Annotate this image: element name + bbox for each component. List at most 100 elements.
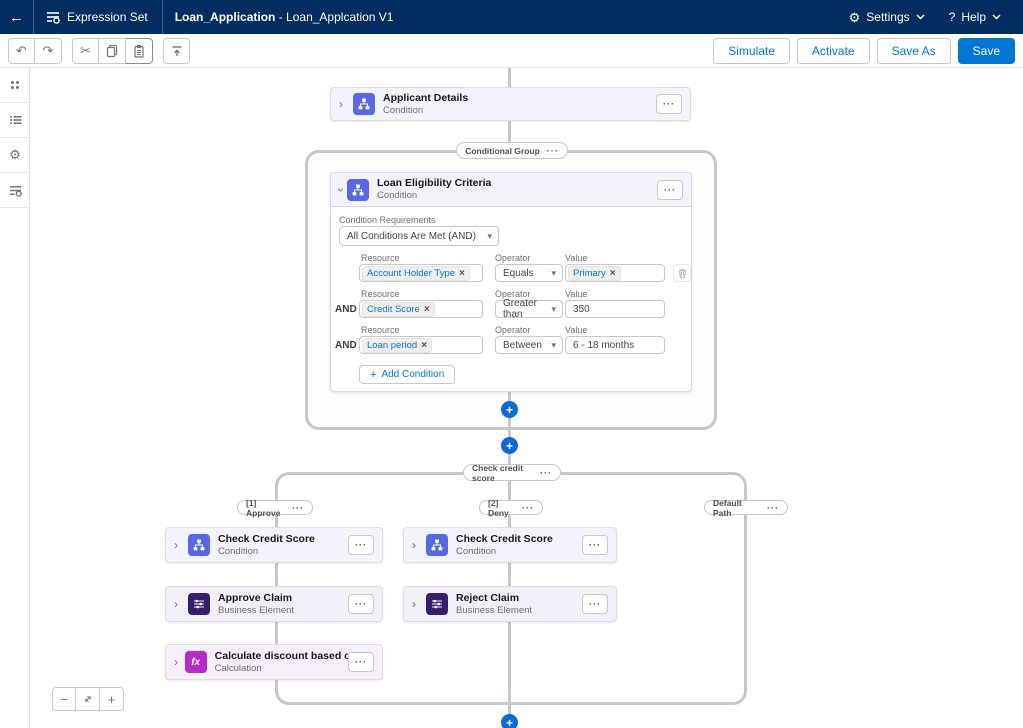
operator-select[interactable]: Equals ▾ (495, 264, 563, 282)
node-subtitle: Business Element (218, 605, 294, 617)
back-button[interactable]: ← (0, 0, 34, 34)
node-menu-button[interactable]: ··· (582, 594, 608, 614)
branch-approve-pill[interactable]: [1] Approve ··· (237, 500, 313, 515)
save-button[interactable]: Save (958, 38, 1015, 64)
cut-button[interactable]: ✂ (72, 38, 99, 64)
fit-to-view-button[interactable] (76, 687, 100, 711)
help-icon: ? (949, 10, 956, 24)
value-label: Value (565, 325, 587, 335)
condition-icon (426, 534, 448, 556)
canvas-toolbar: ↶ ↷ ✂ Simulate Activate Save As Save (0, 34, 1023, 68)
node-menu-button[interactable]: ··· (348, 652, 374, 672)
business-element-icon (188, 593, 210, 615)
save-as-button[interactable]: Save As (877, 38, 951, 64)
resource-input[interactable]: Loan period× (359, 336, 483, 354)
collapse-chevron-icon[interactable]: › (335, 188, 347, 192)
minus-icon: − (60, 692, 68, 707)
check-credit-score-group-pill[interactable]: Check credit score ··· (463, 464, 561, 481)
expand-chevron-icon[interactable]: › (412, 539, 422, 551)
expand-chevron-icon[interactable]: › (174, 539, 184, 551)
sidebar-item-expression-sets[interactable] (0, 173, 30, 208)
calculation-icon: fx (185, 651, 207, 673)
dropdown-arrow-icon: ▾ (551, 304, 556, 315)
help-label: Help (961, 10, 986, 24)
resource-pill[interactable]: Account Holder Type× (362, 266, 470, 281)
simulate-button[interactable]: Simulate (713, 38, 790, 64)
value-input[interactable]: Primary× (565, 264, 665, 282)
delete-condition-button[interactable] (673, 264, 691, 282)
expression-set-icon (46, 10, 60, 24)
add-element-button[interactable]: + (501, 401, 518, 418)
resource-pill[interactable]: Credit Score× (362, 302, 435, 317)
paste-button[interactable] (126, 38, 153, 64)
node-check-credit-score-deny[interactable]: › Check Credit Score Condition ··· (403, 527, 617, 563)
expand-chevron-icon[interactable]: › (174, 598, 184, 610)
plus-icon: + (506, 440, 513, 452)
expand-chevron-icon[interactable]: › (339, 98, 349, 110)
app-context: Expression Set (34, 0, 163, 34)
sidebar-item-elements[interactable] (0, 68, 30, 103)
zoom-out-button[interactable]: − (52, 687, 76, 711)
menu-dots-icon[interactable]: ··· (292, 503, 304, 513)
gear-icon: ⚙ (9, 147, 21, 163)
node-reject-claim[interactable]: › Reject Claim Business Element ··· (403, 586, 617, 622)
add-condition-button[interactable]: + Add Condition (359, 365, 455, 384)
remove-pill-icon[interactable]: × (421, 340, 427, 351)
node-menu-button[interactable]: ··· (348, 594, 374, 614)
undo-button[interactable]: ↶ (8, 38, 35, 64)
sidebar-item-list[interactable] (0, 103, 30, 138)
remove-pill-icon[interactable]: × (424, 304, 430, 315)
node-calculate-discount[interactable]: › fx Calculate discount based on custome… (165, 644, 383, 680)
activate-button[interactable]: Activate (797, 38, 870, 64)
remove-pill-icon[interactable]: × (459, 268, 465, 279)
remove-pill-icon[interactable]: × (610, 268, 616, 279)
node-check-credit-score-approve[interactable]: › Check Credit Score Condition ··· (165, 527, 383, 563)
dropdown-arrow-icon: ▾ (551, 268, 556, 279)
flow-canvas[interactable]: › Applicant Details Condition ··· › Loan… (30, 68, 1023, 728)
menu-dots-icon[interactable]: ··· (767, 503, 779, 513)
settings-menu[interactable]: ⚙ Settings (839, 0, 935, 34)
menu-dots-icon[interactable]: ··· (547, 146, 559, 156)
branch-default-path-pill[interactable]: Default Path ··· (704, 500, 788, 515)
value-pill[interactable]: Primary× (568, 266, 621, 281)
condition-requirements-select[interactable]: All Conditions Are Met (AND) ▾ (339, 226, 499, 246)
node-menu-button[interactable]: ··· (348, 535, 374, 555)
expand-chevron-icon[interactable]: › (412, 598, 422, 610)
chevron-down-icon (916, 14, 925, 20)
node-menu-button[interactable]: ··· (582, 535, 608, 555)
node-applicant-details[interactable]: › Applicant Details Condition ··· (330, 87, 691, 121)
conditional-group-pill[interactable]: Conditional Group ··· (456, 142, 568, 159)
layout-group (163, 38, 190, 64)
expand-chevron-icon[interactable]: › (174, 656, 181, 668)
node-approve-claim[interactable]: › Approve Claim Business Element ··· (165, 586, 383, 622)
redo-button[interactable]: ↷ (35, 38, 62, 64)
add-element-button[interactable]: + (501, 714, 518, 728)
node-menu-button[interactable]: ··· (656, 94, 682, 114)
value-text: 350 (573, 304, 590, 315)
menu-dots-icon[interactable]: ··· (522, 503, 534, 513)
zoom-in-button[interactable]: + (100, 687, 124, 711)
sidebar-item-settings[interactable]: ⚙ (0, 138, 30, 173)
add-element-button[interactable]: + (501, 437, 518, 454)
node-menu-button[interactable]: ··· (657, 180, 683, 200)
branch-deny-pill[interactable]: [2] Deny ··· (479, 500, 543, 515)
resource-input[interactable]: Credit Score× (359, 300, 483, 318)
resource-label: Resource (361, 253, 400, 263)
resource-pill[interactable]: Loan period× (362, 338, 432, 353)
value-input[interactable]: 350 (565, 300, 665, 318)
operator-select[interactable]: Greater than ▾ (495, 300, 563, 318)
expand-icon (82, 693, 94, 705)
value-input[interactable]: 6 - 18 months (565, 336, 665, 354)
align-top-button[interactable] (163, 38, 190, 64)
node-subtitle: Condition (218, 546, 315, 558)
node-header[interactable]: › Loan Eligibility Criteria Condition ··… (331, 173, 691, 207)
help-menu[interactable]: ? Help (939, 0, 1011, 34)
group-label: Check credit score (472, 463, 533, 483)
resource-input[interactable]: Account Holder Type× (359, 264, 483, 282)
node-loan-eligibility[interactable]: › Loan Eligibility Criteria Condition ··… (330, 172, 692, 392)
align-top-icon (170, 44, 184, 58)
operator-select[interactable]: Between ▾ (495, 336, 563, 354)
menu-dots-icon[interactable]: ··· (540, 468, 552, 478)
copy-button[interactable] (99, 38, 126, 64)
